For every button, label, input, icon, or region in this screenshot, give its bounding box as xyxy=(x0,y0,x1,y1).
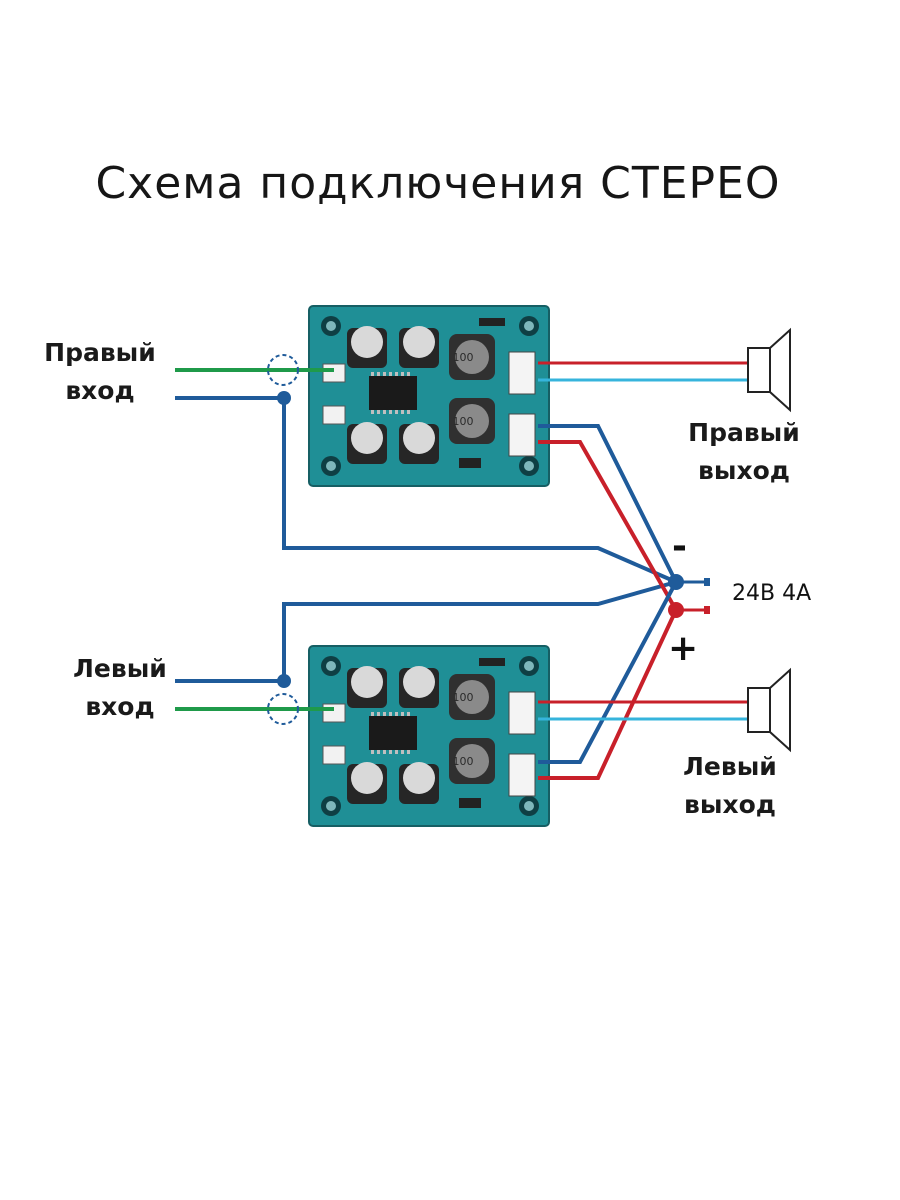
bottom-ground-bus xyxy=(282,580,677,681)
inductor-marking: 100 xyxy=(453,351,474,364)
right-output-label: Правый выход xyxy=(688,418,800,485)
inductor-marking: 100 xyxy=(453,755,474,768)
right-input-junction-marker xyxy=(267,354,299,386)
inductor-marking: 100 xyxy=(453,415,474,428)
left-input-junction-marker xyxy=(267,693,299,725)
power-plus-sign: + xyxy=(668,628,699,669)
bottom-board-plus-wire xyxy=(538,609,678,780)
left-output-label: Левый выход xyxy=(683,752,777,819)
page-title: Схема подключения СТЕРЕО xyxy=(95,158,781,209)
top-board-minus-wire xyxy=(538,424,678,583)
left-speaker-icon xyxy=(747,667,791,753)
power-minus-sign: - xyxy=(672,526,687,567)
right-speaker-icon xyxy=(747,327,791,413)
inductor-marking: 100 xyxy=(453,691,474,704)
amplifier-board-top xyxy=(308,305,550,487)
top-ground-bus xyxy=(282,398,677,584)
top-board-plus-wire xyxy=(538,440,678,611)
power-spec-label: 24В 4А xyxy=(732,581,812,606)
amplifier-board-bottom xyxy=(308,645,550,827)
left-input-label: Левый вход xyxy=(73,654,167,721)
bottom-board-minus-wire xyxy=(538,581,678,764)
right-input-label: Правый вход xyxy=(44,338,156,405)
